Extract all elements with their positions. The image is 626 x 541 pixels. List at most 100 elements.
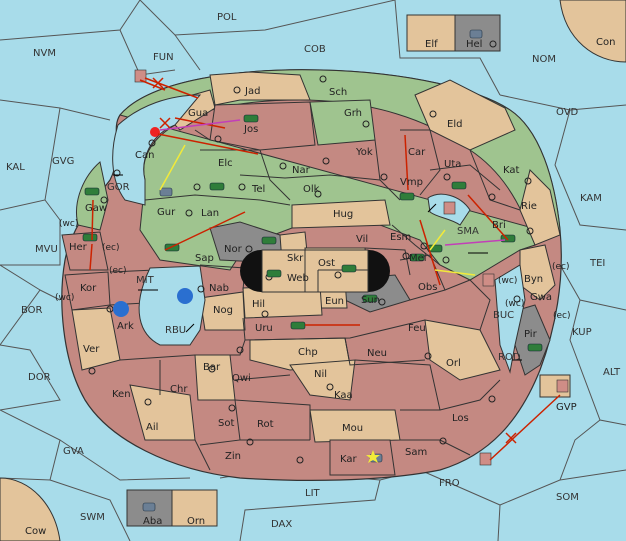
region-kar[interactable] — [329, 439, 396, 476]
sea-gor: GOR — [107, 182, 130, 193]
label-can: Can — [135, 150, 154, 161]
label-hil: Hil — [252, 299, 265, 310]
label-gua: Gua — [188, 108, 208, 119]
region-hug[interactable] — [291, 199, 391, 229]
label-kaa: Kaa — [334, 390, 353, 401]
label-gwa: Gwa — [530, 292, 552, 303]
label-ken: Ken — [112, 389, 131, 400]
sea-pol: POL — [217, 12, 237, 23]
coast-wc-gwa: (wc) — [505, 299, 524, 309]
label-hug: Hug — [333, 209, 353, 220]
box-orn[interactable] — [171, 489, 218, 527]
label-pir: Pir — [524, 329, 538, 340]
region-nog[interactable] — [199, 291, 246, 331]
label-hel: Hel — [466, 39, 482, 50]
label-kor: Kor — [80, 283, 97, 294]
label-sap: Sap — [195, 253, 214, 264]
label-qwi: Qwi — [232, 373, 251, 384]
label-ail: Ail — [146, 422, 158, 433]
label-feu: Feu — [408, 323, 426, 334]
coast-ec-byn: (ec) — [552, 262, 570, 272]
sea-kal: KAL — [6, 162, 25, 173]
label-vil: Vil — [356, 234, 368, 245]
label-ost: Ost — [318, 258, 335, 269]
label-mou: Mou — [342, 423, 363, 434]
sea-dax: DAX — [271, 519, 292, 530]
region-her[interactable] — [61, 231, 109, 271]
sea-swm: SWM — [80, 512, 105, 523]
label-byn: Byn — [524, 274, 543, 285]
label-vmp: Vmp — [400, 177, 423, 188]
failed-markers — [152, 77, 517, 444]
region-grh[interactable] — [309, 99, 376, 146]
label-web: Web — [287, 273, 309, 284]
coast-wc-kor: (wc) — [55, 293, 74, 303]
sea-alt: ALT — [603, 367, 621, 378]
label-los: Los — [452, 413, 469, 424]
sea-buc: BUC — [493, 310, 514, 321]
label-sam: Sam — [405, 447, 427, 458]
label-gvp: GVP — [556, 402, 577, 413]
region-nil[interactable] — [289, 359, 356, 401]
sea-bor: BOR — [21, 305, 43, 316]
label-neu: Neu — [367, 348, 387, 359]
label-jad: Jad — [244, 86, 260, 97]
sea-lit: LIT — [305, 488, 321, 499]
label-esm: Esm — [390, 232, 411, 243]
label-grh: Grh — [344, 108, 362, 119]
sea-som: SOM — [556, 492, 579, 503]
sea-gva: GVA — [63, 446, 84, 457]
label-rie: Rie — [521, 201, 537, 212]
link-arrows — [113, 174, 522, 361]
coast-ec-her: (ec) — [102, 243, 120, 253]
label-sot: Sot — [218, 418, 234, 429]
label-gur: Gur — [157, 207, 176, 218]
label-chp: Chp — [298, 347, 318, 358]
label-sun: Sun — [361, 295, 380, 306]
label-bar: Bar — [203, 362, 221, 373]
sea-mvu: MVU — [35, 244, 58, 255]
sea-nom: NOM — [532, 54, 556, 65]
label-kat: Kat — [503, 165, 520, 176]
sea-cob: COB — [304, 44, 326, 55]
region-rie[interactable] — [519, 169, 561, 246]
inlet-rbu — [138, 265, 206, 346]
sea-rod: ROD — [498, 352, 521, 363]
label-jos: Jos — [243, 124, 258, 135]
label-car: Car — [408, 147, 426, 158]
label-gaw: Gaw — [85, 203, 107, 214]
label-skr: Skr — [287, 253, 304, 264]
inlet-gor — [112, 94, 202, 206]
label-uta: Uta — [444, 159, 461, 170]
label-bri: Bri — [492, 220, 506, 231]
coast-tags: (wc) (ec) (ec) (wc) (wc) (ec) (wc) (ec) — [55, 219, 571, 321]
label-elc: Elc — [218, 158, 233, 169]
label-nor: Nor — [224, 244, 243, 255]
sea-fun: FUN — [153, 52, 174, 63]
coast-ec-kor: (ec) — [109, 266, 127, 276]
sea-tei: TEI — [589, 258, 605, 269]
label-sch: Sch — [329, 87, 347, 98]
label-olk: Olk — [303, 184, 320, 195]
label-ark: Ark — [117, 321, 134, 332]
label-obs: Obs — [418, 282, 437, 293]
region-labels: Jad Sch Gua Jos Grh Eld Can Elc Nar Yok … — [69, 86, 577, 465]
label-orl: Orl — [446, 358, 461, 369]
coast-wc-her: (wc) — [59, 219, 78, 229]
label-eun: Eun — [325, 296, 344, 307]
label-nog: Nog — [213, 305, 233, 316]
label-eld: Eld — [447, 119, 462, 130]
sea-rbu: RBU — [165, 325, 186, 336]
label-kar: Kar — [340, 454, 358, 465]
sea-gvg: GVG — [52, 156, 74, 167]
label-zin: Zin — [225, 451, 241, 462]
label-aba: Aba — [143, 516, 162, 527]
label-nar: Nar — [292, 165, 311, 176]
sea-dor: DOR — [28, 372, 51, 383]
region-jos[interactable] — [209, 101, 316, 151]
sea-kup: KUP — [572, 327, 592, 338]
coast-wc-byn: (wc) — [498, 276, 517, 286]
order-arrows — [89, 77, 561, 461]
